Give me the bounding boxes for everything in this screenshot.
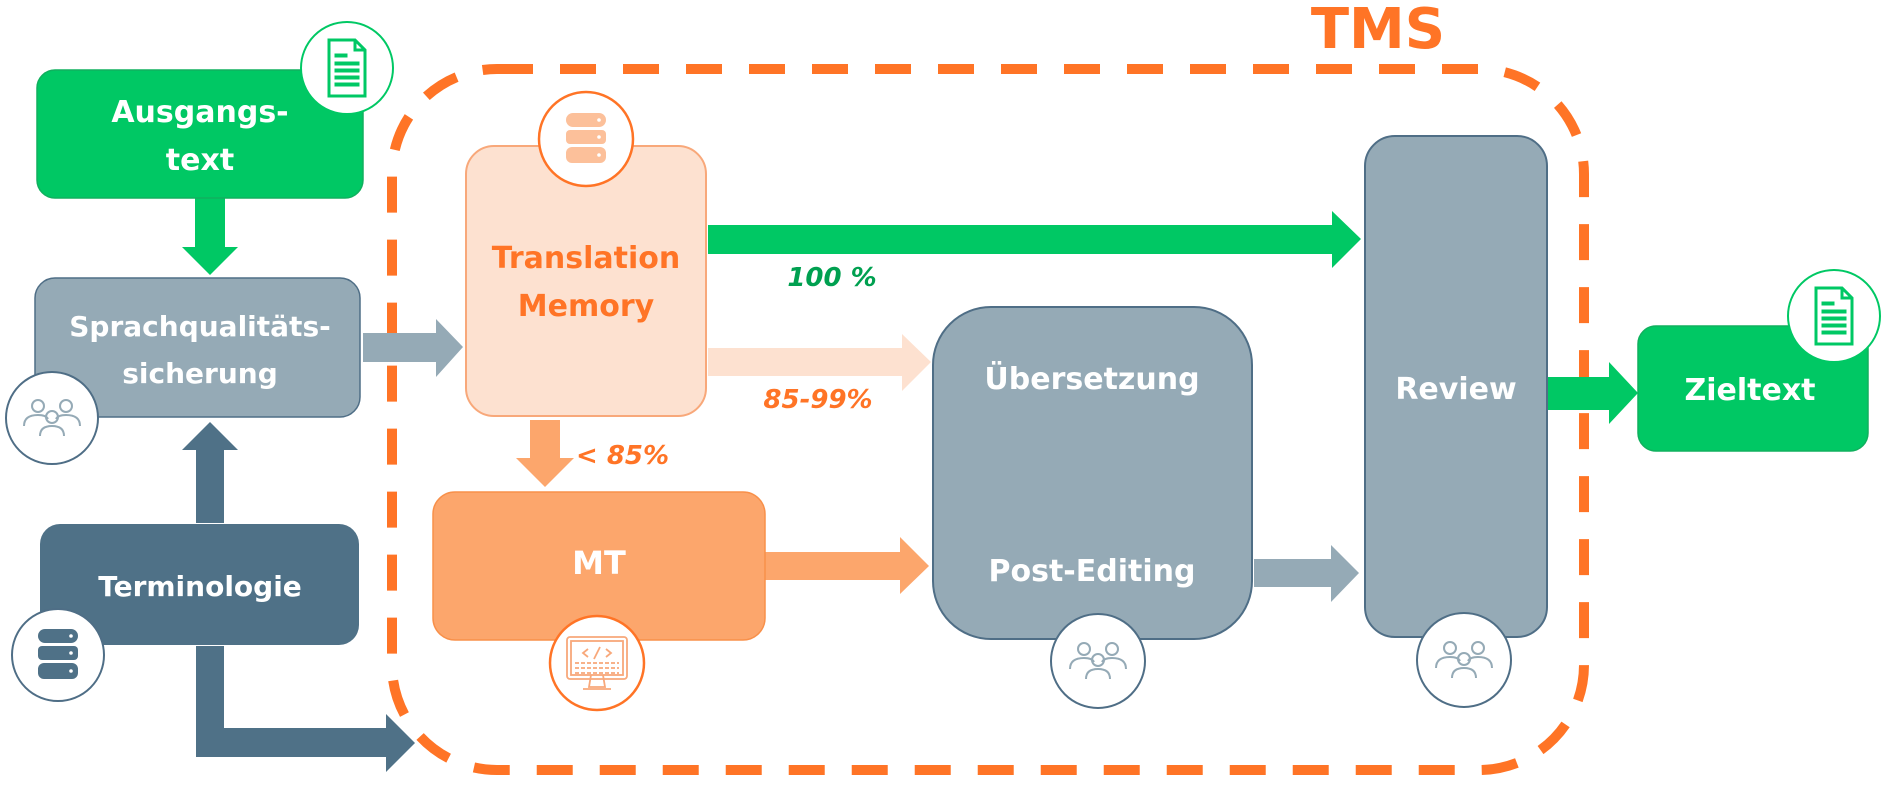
postediting-label: Post-Editing xyxy=(989,554,1196,589)
quality-line1: Sprachqualitäts- xyxy=(69,310,330,343)
edge-label-below-85: < 85% xyxy=(576,441,669,471)
edge-label-85-99: 85-99% xyxy=(763,385,872,415)
arrow-tm-to-mt xyxy=(516,420,574,487)
tm-line1: Translation xyxy=(492,241,681,276)
arrow-quality-to-tm xyxy=(363,319,463,377)
arrow-review-to-target xyxy=(1547,362,1638,424)
arrow-mt-to-postediting xyxy=(765,537,929,594)
arrow-postediting-to-review xyxy=(1254,545,1359,602)
node-target-text: Zieltext xyxy=(1637,325,1869,452)
arrow-terminology-to-quality xyxy=(182,422,238,523)
node-quality-assurance: Sprachqualitäts- sicherung xyxy=(34,277,361,418)
tms-title: TMS xyxy=(1311,0,1445,62)
quality-line2: sicherung xyxy=(122,357,278,390)
node-terminology: Terminologie xyxy=(40,524,359,645)
document-icon xyxy=(300,21,394,115)
arrow-terminology-to-tms xyxy=(196,646,415,772)
arrow-source-to-quality xyxy=(182,198,238,275)
target-document-icon xyxy=(1787,269,1881,363)
source-text-line2: text xyxy=(166,143,234,178)
node-source-text: Ausgangs- text xyxy=(36,69,364,199)
target-text-label: Zieltext xyxy=(1684,373,1815,408)
tm-database-icon xyxy=(537,90,635,188)
arrow-tm-to-review xyxy=(708,211,1361,268)
database-icon xyxy=(11,608,105,702)
translation-label: Übersetzung xyxy=(984,360,1199,397)
node-review: Review xyxy=(1364,135,1548,638)
code-monitor-icon xyxy=(548,614,646,712)
tms-boundary xyxy=(387,64,1589,775)
edge-label-100: 100 % xyxy=(787,263,876,293)
people-icon xyxy=(5,371,99,465)
mt-label: MT xyxy=(572,544,626,582)
reviewer-people-icon xyxy=(1416,612,1512,708)
tm-line2: Memory xyxy=(518,289,655,324)
source-text-line1: Ausgangs- xyxy=(111,95,288,130)
terminology-label: Terminologie xyxy=(98,570,302,603)
arrow-tm-to-translation xyxy=(708,334,931,391)
node-translation-postediting: Übersetzung Post-Editing xyxy=(932,306,1253,640)
review-label: Review xyxy=(1395,372,1516,407)
translator-people-icon xyxy=(1050,613,1146,709)
